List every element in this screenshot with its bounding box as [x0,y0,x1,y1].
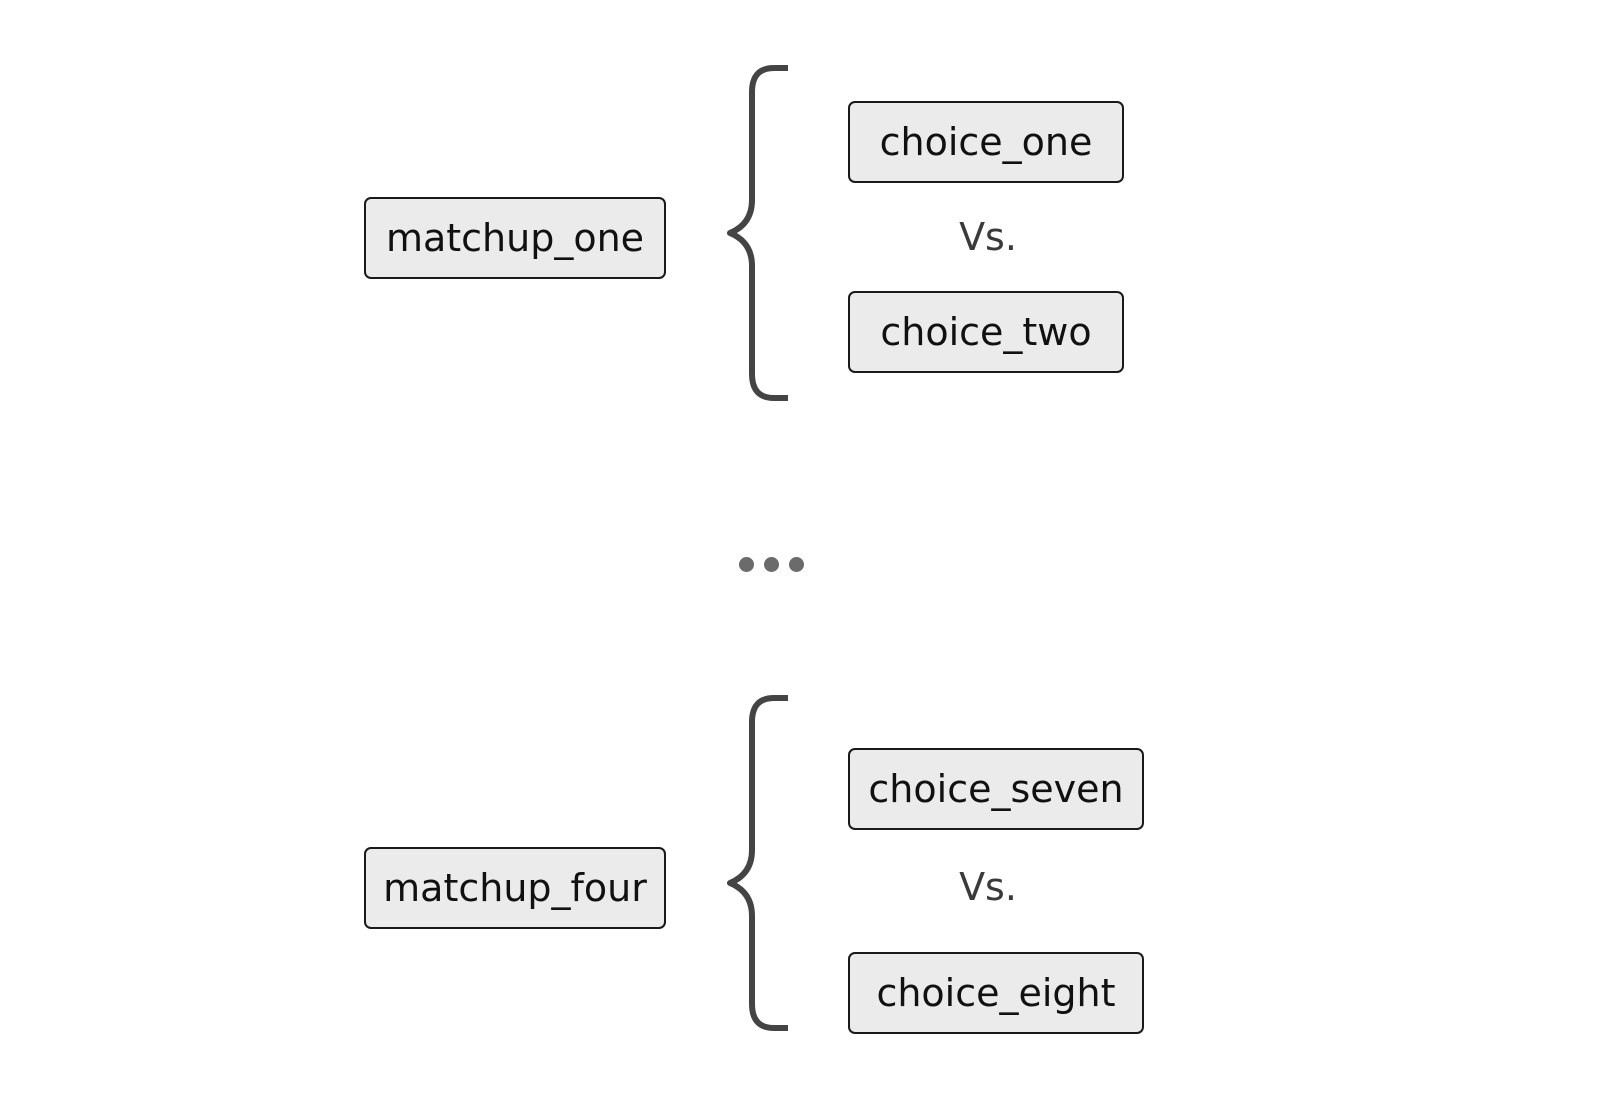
matchup-one-label: matchup_one [385,216,645,260]
choice-seven-box: choice_seven [848,748,1144,830]
ellipsis-dot [764,557,779,572]
matchup-four-box: matchup_four [364,847,666,929]
matchup-one-box: matchup_one [364,197,666,279]
curly-brace-one [727,65,788,401]
choice-one-box: choice_one [848,101,1124,183]
matchup-four-label: matchup_four [383,866,647,910]
choice-seven-label: choice_seven [868,767,1124,811]
choice-eight-box: choice_eight [848,952,1144,1034]
choice-two-box: choice_two [848,291,1124,373]
matchup-group-one: matchup_one choice_one Vs. choice_two [0,60,1600,405]
curly-brace-four [727,695,788,1031]
choice-eight-label: choice_eight [876,971,1116,1015]
versus-label-one: Vs. [959,215,1017,259]
matchup-group-four: matchup_four choice_seven Vs. choice_eig… [0,690,1600,1035]
versus-label-four: Vs. [959,865,1017,909]
choice-two-label: choice_two [880,310,1092,354]
ellipsis-dot [789,557,804,572]
ellipsis-dot [739,557,754,572]
ellipsis-icon [735,555,807,577]
choice-one-label: choice_one [879,120,1093,164]
